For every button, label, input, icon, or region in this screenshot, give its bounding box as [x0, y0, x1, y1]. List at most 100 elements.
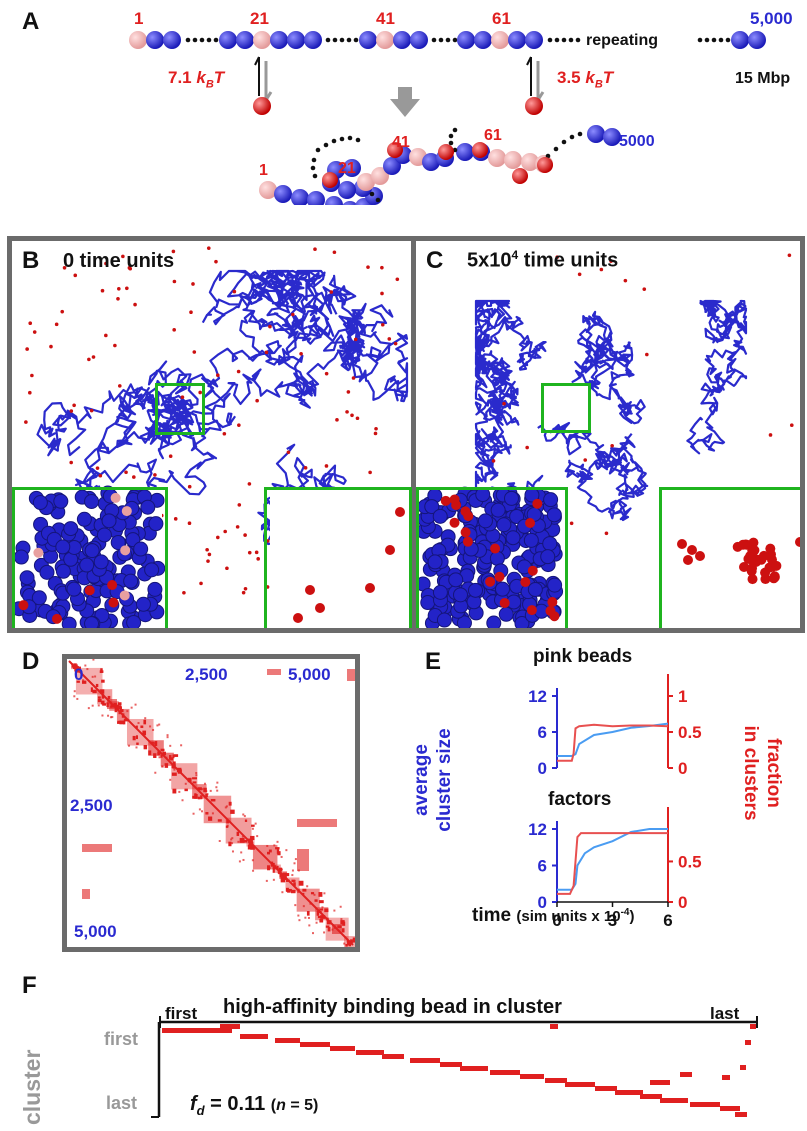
contact-pixel: [280, 878, 286, 883]
contact-pixel: [343, 942, 346, 945]
contact-pixel: [132, 735, 136, 741]
left-tick-label: 6: [538, 857, 547, 876]
cluster-bar: [650, 1080, 670, 1085]
contact-pixel: [318, 900, 324, 904]
contact-pixel: [192, 777, 198, 780]
contact-pixel: [118, 710, 121, 715]
factor-particle: [491, 459, 496, 463]
contact-pixel: [137, 722, 140, 725]
factor-particle: [373, 431, 378, 436]
x-tick-label: 3: [608, 911, 617, 930]
f-first-left: first: [104, 1029, 139, 1049]
cluster-bar: [410, 1058, 440, 1063]
factor-particle: [171, 249, 176, 254]
bottom-label-5000: 5000: [619, 133, 655, 150]
factor-particle: [95, 466, 100, 470]
chain-dot: [213, 37, 219, 43]
contact-pixel: [217, 819, 222, 822]
contact-pixel: [184, 782, 187, 785]
factor-bead: [769, 572, 780, 583]
contact-pixel: [201, 810, 204, 813]
factor-bead: [485, 576, 496, 587]
factor-bead: [795, 537, 800, 547]
chromatin-bead: [436, 612, 452, 628]
factor-particle: [104, 261, 108, 266]
blue-bead: [457, 31, 475, 49]
chromatin-bead: [477, 513, 493, 529]
factor-particle: [69, 460, 73, 465]
contact-pixel: [268, 849, 272, 853]
contact-pixel: [228, 801, 232, 806]
blue-bead: [359, 31, 377, 49]
contact-pixel: [297, 914, 300, 917]
x-tick-label: 0: [552, 911, 561, 930]
contact-pixel: [111, 716, 114, 719]
chain-dot: [561, 37, 567, 43]
factor-bead: [119, 590, 130, 601]
contact-pixel: [203, 787, 207, 793]
blue-bead: [603, 128, 621, 146]
chain-dot: [331, 138, 337, 144]
factor-particle: [132, 475, 136, 479]
chain-dot: [445, 37, 451, 43]
cluster-bar: [440, 1062, 462, 1067]
factor-bead: [532, 498, 543, 509]
chain-dot: [325, 37, 331, 43]
cluster-bar: [460, 1066, 488, 1071]
contact-pixel: [173, 768, 176, 771]
factor-particle: [351, 376, 356, 380]
contact-pixel: [200, 795, 203, 800]
factor-bead: [738, 539, 749, 550]
chain-dot: [332, 37, 338, 43]
cluster-bar: [300, 1042, 330, 1047]
contact-pixel: [320, 915, 326, 919]
contact-map: [68, 659, 355, 947]
bead-label-41: 41: [376, 9, 395, 28]
contact-pixel: [342, 928, 345, 933]
panel-a-diagram: [129, 31, 766, 205]
factor-particle: [286, 450, 291, 455]
contact-pixel: [171, 772, 177, 776]
blue-bead: [525, 31, 543, 49]
contact-pixel: [170, 757, 174, 761]
cluster-bar: [615, 1090, 643, 1095]
contact-pixel: [339, 905, 342, 908]
chain-dot: [339, 37, 345, 43]
chain-dot: [569, 134, 575, 140]
factor-particle: [599, 267, 604, 272]
factor-bead: [387, 142, 403, 158]
panel-b-label: B: [22, 247, 40, 274]
contact-pixel: [166, 736, 169, 739]
contact-pixel: [231, 850, 234, 853]
contact-pixel: [210, 798, 216, 802]
contact-pixel: [302, 888, 307, 892]
contact-pixel: [291, 869, 294, 872]
contact-pixel: [92, 689, 97, 694]
contact-pixel: [237, 840, 240, 843]
blue-bead: [291, 189, 309, 205]
contact-pixel: [148, 750, 152, 756]
factor-particle: [380, 291, 384, 296]
contact-pixel: [123, 718, 129, 722]
chain-dot: [192, 37, 198, 43]
blue-bead: [236, 31, 254, 49]
chain-dot: [312, 173, 318, 179]
contact-pixel: [279, 873, 283, 878]
pink-bead: [504, 151, 522, 169]
factor-particle: [133, 302, 137, 307]
factor-particle: [332, 250, 337, 255]
contact-pixel: [192, 795, 196, 799]
tad-block: [225, 817, 252, 844]
factor-particle: [189, 310, 193, 315]
contact-patch: [107, 699, 117, 709]
contact-pixel: [251, 827, 254, 830]
chromatin-bead: [96, 527, 112, 543]
factor-particle: [104, 333, 108, 338]
factor-particle: [206, 246, 211, 250]
blue-bead: [163, 31, 181, 49]
contact-pixel: [197, 787, 202, 791]
factor-particle: [28, 390, 32, 395]
chromatin-bead: [504, 490, 520, 506]
contact-pixel: [313, 893, 316, 896]
contact-pixel: [294, 904, 297, 907]
